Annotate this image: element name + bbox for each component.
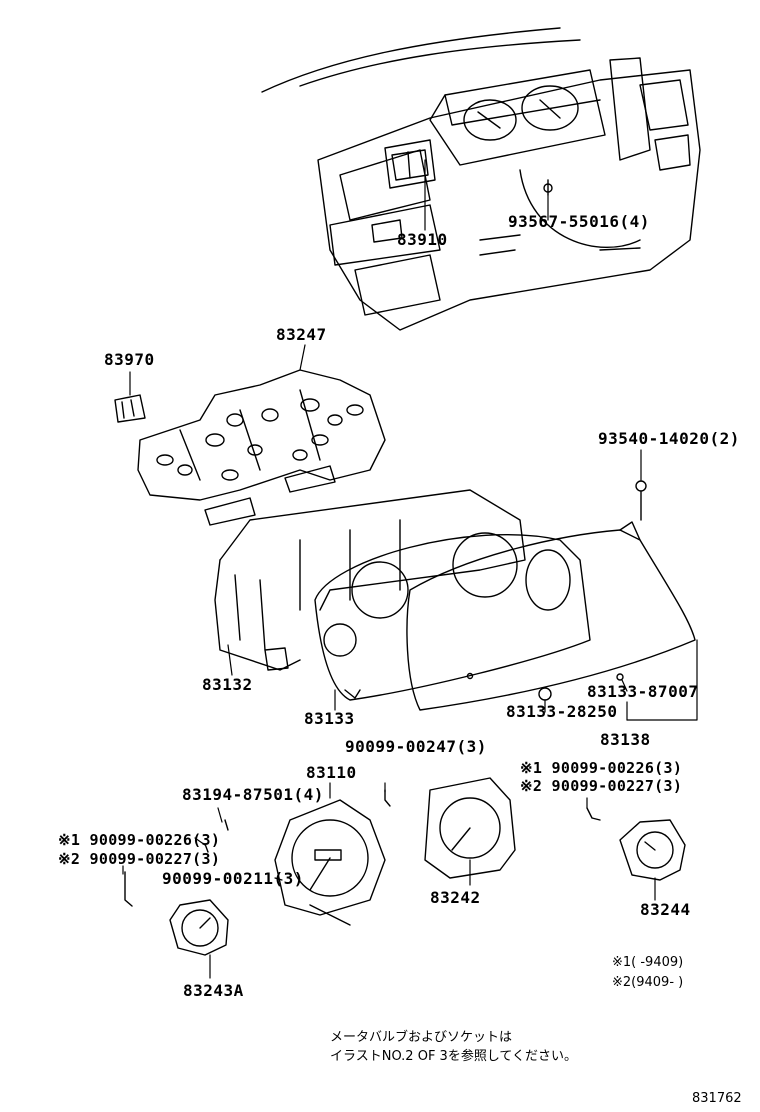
part-label-90099-00211: 90099-00211(3) [162, 869, 304, 888]
part-label-90099-00226-left: ※1 90099-00226(3) [58, 831, 221, 849]
figure-id: 831762 [692, 1091, 742, 1106]
speedometer-illustration [274, 799, 386, 926]
part-label-90099-00247: 90099-00247(3) [345, 737, 487, 756]
part-label-83110: 83110 [306, 763, 357, 782]
part-label-83910: 83910 [397, 230, 448, 249]
part-label-93567-55016: 93567-55016(4) [508, 212, 650, 231]
tachometer-illustration [424, 777, 516, 879]
part-label-83242: 83242 [430, 888, 481, 907]
legend-line-1: ※1( -9409) [612, 955, 684, 970]
part-label-83244: 83244 [640, 900, 691, 919]
part-label-83194-87501: 83194-87501(4) [182, 785, 324, 804]
footnote-line-1: メータバルブおよびソケットは [330, 1030, 513, 1045]
part-label-83133-87007: 83133-87007 [587, 682, 699, 701]
part-label-90099-00226-right: ※1 90099-00226(3) [520, 759, 683, 777]
gauge-83244-illustration [619, 819, 686, 881]
screw-illustrations [124, 789, 601, 907]
part-label-83138: 83138 [600, 730, 651, 749]
part-label-83970: 83970 [104, 350, 155, 369]
part-label-83133-28250: 83133-28250 [506, 702, 618, 721]
part-label-83133: 83133 [304, 709, 355, 728]
part-label-83247: 83247 [276, 325, 327, 344]
part-label-90099-00227-right: ※2 90099-00227(3) [520, 777, 683, 795]
part-label-93540-14020: 93540-14020(2) [598, 429, 740, 448]
dashboard-illustration [261, 27, 701, 331]
part-83970-illustration [114, 394, 146, 423]
part-label-83243a: 83243A [183, 981, 244, 1000]
legend-line-2: ※2(9409- ) [612, 975, 684, 990]
part-label-90099-00227-left: ※2 90099-00227(3) [58, 850, 221, 868]
gauge-83243a-illustration [169, 899, 229, 956]
leader-lines [122, 159, 698, 979]
cluster-case-illustration [214, 480, 696, 711]
printed-circuit-illustration [137, 369, 386, 526]
part-label-83132: 83132 [202, 675, 253, 694]
footnote-line-2: イラストNO.2 OF 3を参照してください。 [330, 1049, 578, 1064]
